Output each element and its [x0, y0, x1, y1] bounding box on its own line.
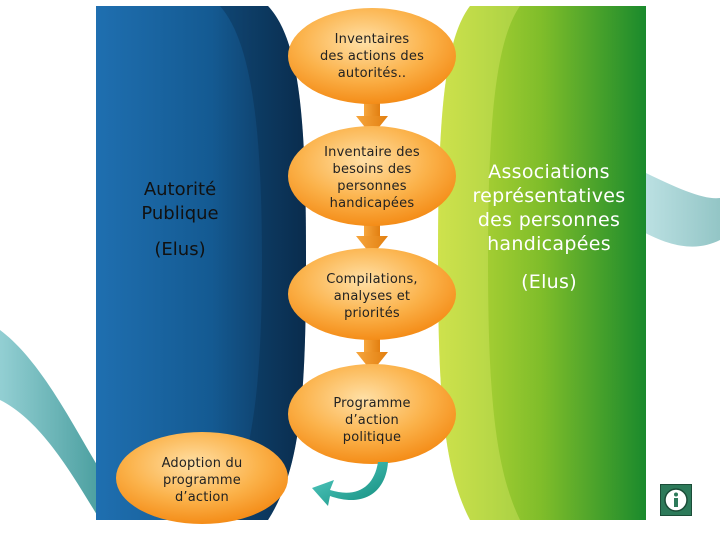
oval-step-4 — [288, 364, 456, 464]
step-3-label: Compilations, analyses et priorités — [326, 271, 418, 321]
oval-outcome — [116, 432, 288, 524]
right-panel-subtitle: (Elus) — [521, 271, 577, 293]
step-4-label: Programme d’action politique — [333, 395, 411, 445]
step-1-label: Inventaires des actions des autorités.. — [319, 31, 425, 81]
left-panel-title: Autorité Publique — [141, 179, 219, 224]
left-panel-subtitle: (Elus) — [154, 239, 206, 260]
right-panel-title: Associations représentatives des personn… — [472, 161, 626, 255]
curved-return-arrow — [312, 462, 388, 506]
info-button[interactable] — [660, 484, 692, 516]
step-2-label: Inventaire des besoins des personnes han… — [324, 145, 420, 211]
info-icon — [664, 488, 688, 512]
green-panel-highlight — [438, 6, 520, 520]
outcome-label: Adoption du programme d’action — [161, 455, 243, 505]
blue-panel-shade — [220, 6, 306, 520]
oval-step-1 — [288, 8, 456, 104]
oval-step-2 — [288, 126, 456, 226]
teal-wave-right — [640, 170, 720, 247]
oval-step-3 — [288, 248, 456, 340]
teal-wave-left — [0, 330, 100, 520]
blue-panel — [96, 6, 306, 520]
green-panel — [438, 6, 646, 520]
